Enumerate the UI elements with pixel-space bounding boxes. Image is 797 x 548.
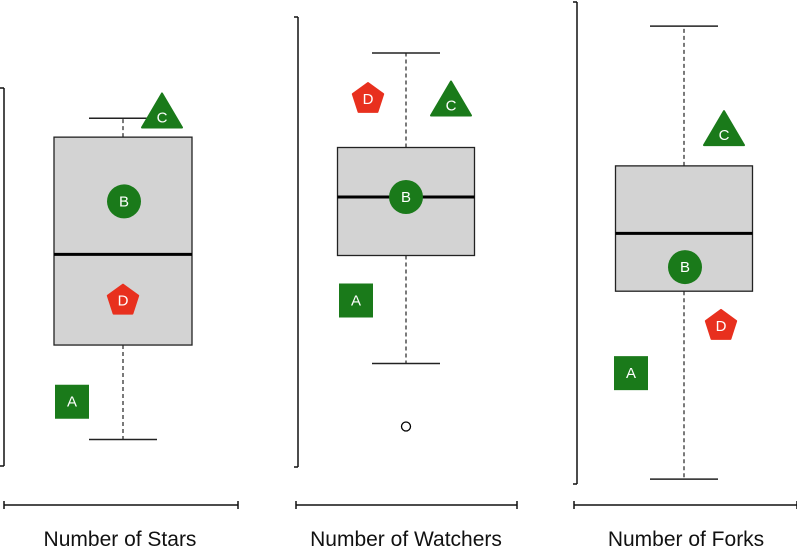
marker-a xyxy=(55,384,89,419)
marker-a xyxy=(614,356,648,391)
panel-watchers: A B C D Number of Watchers xyxy=(294,16,518,548)
marker-c-label: C xyxy=(446,98,457,115)
marker-b-label: B xyxy=(401,189,411,206)
marker-d xyxy=(351,82,385,113)
x-axis-label: Number of Watchers xyxy=(310,528,502,548)
panel-forks: A B C D Number of Forks xyxy=(573,1,797,548)
marker-b-label: B xyxy=(119,193,129,210)
marker-d xyxy=(106,283,140,315)
marker-c-label: C xyxy=(719,127,730,144)
marker-d-label: D xyxy=(716,318,727,335)
marker-b xyxy=(668,250,702,285)
marker-b xyxy=(107,184,141,219)
marker-c xyxy=(703,110,745,147)
x-axis-label: Number of Stars xyxy=(44,528,197,548)
marker-a-label: A xyxy=(351,293,361,310)
marker-b-label: B xyxy=(680,259,690,276)
marker-d-label: D xyxy=(118,293,129,310)
marker-d xyxy=(704,308,738,340)
x-axis-label: Number of Forks xyxy=(608,528,764,548)
marker-b xyxy=(389,180,423,214)
panel-stars: A B C D Number of Stars xyxy=(0,87,239,548)
marker-c xyxy=(141,92,183,129)
outlier-point xyxy=(400,421,412,432)
marker-c-label: C xyxy=(157,109,168,126)
marker-d-label: D xyxy=(363,91,374,108)
marker-a xyxy=(339,283,373,318)
marker-c xyxy=(430,80,472,117)
marker-a-label: A xyxy=(67,394,77,411)
marker-a-label: A xyxy=(626,365,636,382)
